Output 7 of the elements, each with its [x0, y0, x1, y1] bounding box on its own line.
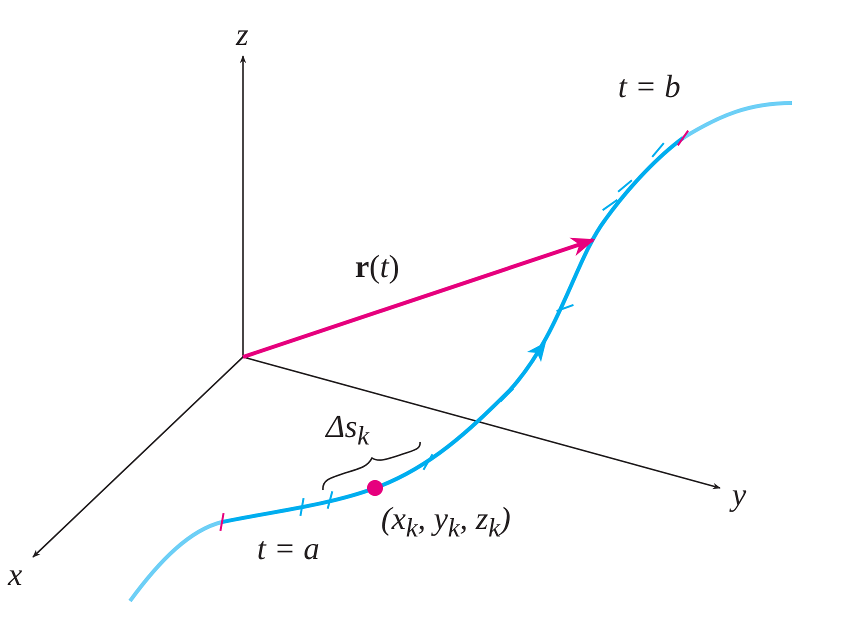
axis-label: x — [8, 558, 22, 590]
axis-label: z — [236, 18, 248, 50]
arc-length-label: Δs$_{k}$ — [326, 410, 370, 450]
parameter-label: t = b — [618, 70, 680, 102]
parameter-label: t = a — [257, 532, 320, 564]
point-label: (x$_{k}$, y$_{k}$, z$_{k}$) — [381, 502, 511, 542]
vector-label: r(t) — [355, 250, 400, 282]
